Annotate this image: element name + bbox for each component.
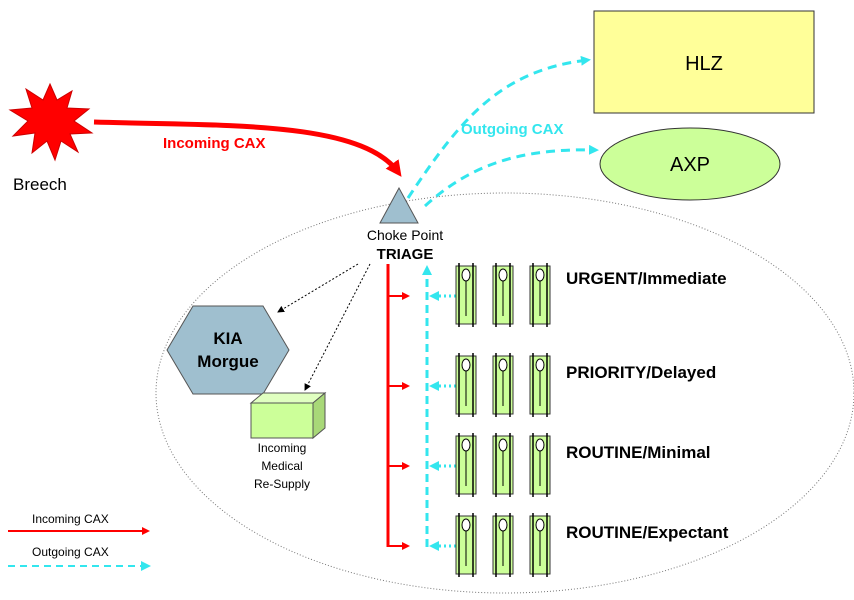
triage-to-kia-arrow bbox=[277, 263, 359, 313]
breech-label: Breech bbox=[13, 175, 67, 194]
kia-morgue-hexagon bbox=[166, 305, 290, 395]
incoming-cax-arrow bbox=[93, 119, 402, 177]
outgoing-cax-label: Outgoing CAX bbox=[461, 121, 563, 138]
kia-label-line1: KIA bbox=[213, 329, 242, 348]
litter-icon bbox=[492, 433, 514, 497]
litter-icon bbox=[455, 263, 477, 327]
litter-icon bbox=[492, 263, 514, 327]
litter-icon bbox=[455, 513, 477, 577]
category-row: URGENT/Immediate bbox=[388, 263, 727, 327]
category-label: URGENT/Immediate bbox=[566, 269, 727, 288]
category-label: PRIORITY/Delayed bbox=[566, 363, 716, 382]
litter-icon bbox=[529, 353, 551, 417]
category-row: PRIORITY/Delayed bbox=[388, 353, 716, 417]
litter-icon bbox=[455, 433, 477, 497]
kia-label-line2: Morgue bbox=[197, 352, 258, 371]
resupply-label-line1: Incoming bbox=[258, 441, 307, 455]
hlz-box bbox=[593, 10, 815, 114]
hlz-label: HLZ bbox=[685, 53, 723, 75]
choke-point-triangle bbox=[379, 186, 419, 224]
category-label: ROUTINE/Expectant bbox=[566, 523, 729, 542]
legend-outgoing-label: Outgoing CAX bbox=[32, 545, 109, 559]
axp-ellipse bbox=[599, 127, 781, 201]
category-row: ROUTINE/Minimal bbox=[388, 433, 711, 497]
litter-icon bbox=[529, 513, 551, 577]
triage-label: TRIAGE bbox=[377, 246, 434, 263]
litter-icon bbox=[529, 263, 551, 327]
litter-icon bbox=[492, 353, 514, 417]
treatment-area-ellipse bbox=[155, 192, 854, 594]
litter-icon bbox=[492, 513, 514, 577]
outgoing-to-hlz-arrow bbox=[406, 55, 591, 199]
resupply-label-line3: Re-Supply bbox=[254, 477, 310, 491]
litter-icon bbox=[455, 353, 477, 417]
outgoing-to-axp-arrow bbox=[423, 144, 599, 208]
breech-starburst-icon bbox=[8, 82, 94, 162]
resupply-box-icon bbox=[249, 391, 327, 440]
category-label: ROUTINE/Minimal bbox=[566, 443, 711, 462]
category-row: ROUTINE/Expectant bbox=[388, 513, 729, 577]
litter-icon bbox=[529, 433, 551, 497]
axp-label: AXP bbox=[670, 154, 710, 176]
legend-incoming-label: Incoming CAX bbox=[32, 512, 109, 526]
resupply-label-line2: Medical bbox=[261, 459, 302, 473]
triage-to-resupply-arrow bbox=[304, 263, 371, 391]
incoming-cax-label: Incoming CAX bbox=[163, 135, 266, 152]
choke-point-label: Choke Point bbox=[367, 227, 443, 243]
